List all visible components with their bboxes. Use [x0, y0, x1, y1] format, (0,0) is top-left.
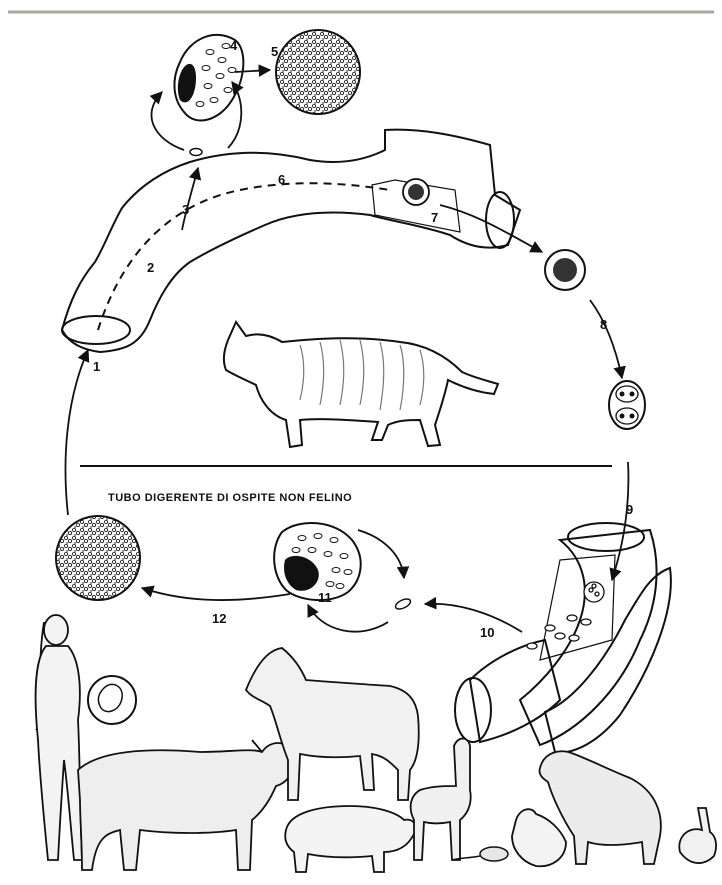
parasite-path-dashed [98, 183, 390, 330]
step-2: 2 [147, 260, 154, 275]
step-7: 7 [431, 210, 438, 225]
oocyst-icon [403, 179, 429, 205]
step-6: 6 [278, 172, 285, 187]
intestine-icon [62, 130, 520, 352]
step-8: 8 [600, 317, 607, 332]
step-3: 3 [182, 202, 189, 217]
step-1: 1 [93, 359, 100, 374]
tachyzoite-icon [190, 149, 202, 156]
host-cell-icon [274, 523, 361, 600]
tachyzoite-icon [394, 597, 412, 611]
rabbit-icon [679, 808, 716, 863]
step-9: 9 [626, 502, 633, 517]
step-11: 11 [318, 590, 332, 605]
fetus-icon [88, 676, 136, 724]
tissue-cyst-icon [276, 30, 360, 114]
cow-icon [78, 740, 302, 870]
step-5: 5 [271, 44, 278, 59]
bradyzoite-icon [527, 582, 604, 649]
pig-icon [285, 806, 415, 872]
oocyst-icon [545, 250, 585, 290]
step-4: 4 [230, 38, 238, 53]
sporulated-oocyst-icon [609, 381, 645, 429]
woman-icon [36, 615, 82, 860]
chicken-icon [512, 809, 566, 866]
tissue-cyst-icon [56, 516, 140, 600]
cat-icon [224, 322, 498, 447]
host-caption: TUBO DIGERENTE DI OSPITE NON FELINO [108, 492, 352, 504]
step-12: 12 [212, 611, 226, 626]
step-10: 10 [480, 625, 494, 640]
llama-icon [411, 739, 471, 861]
